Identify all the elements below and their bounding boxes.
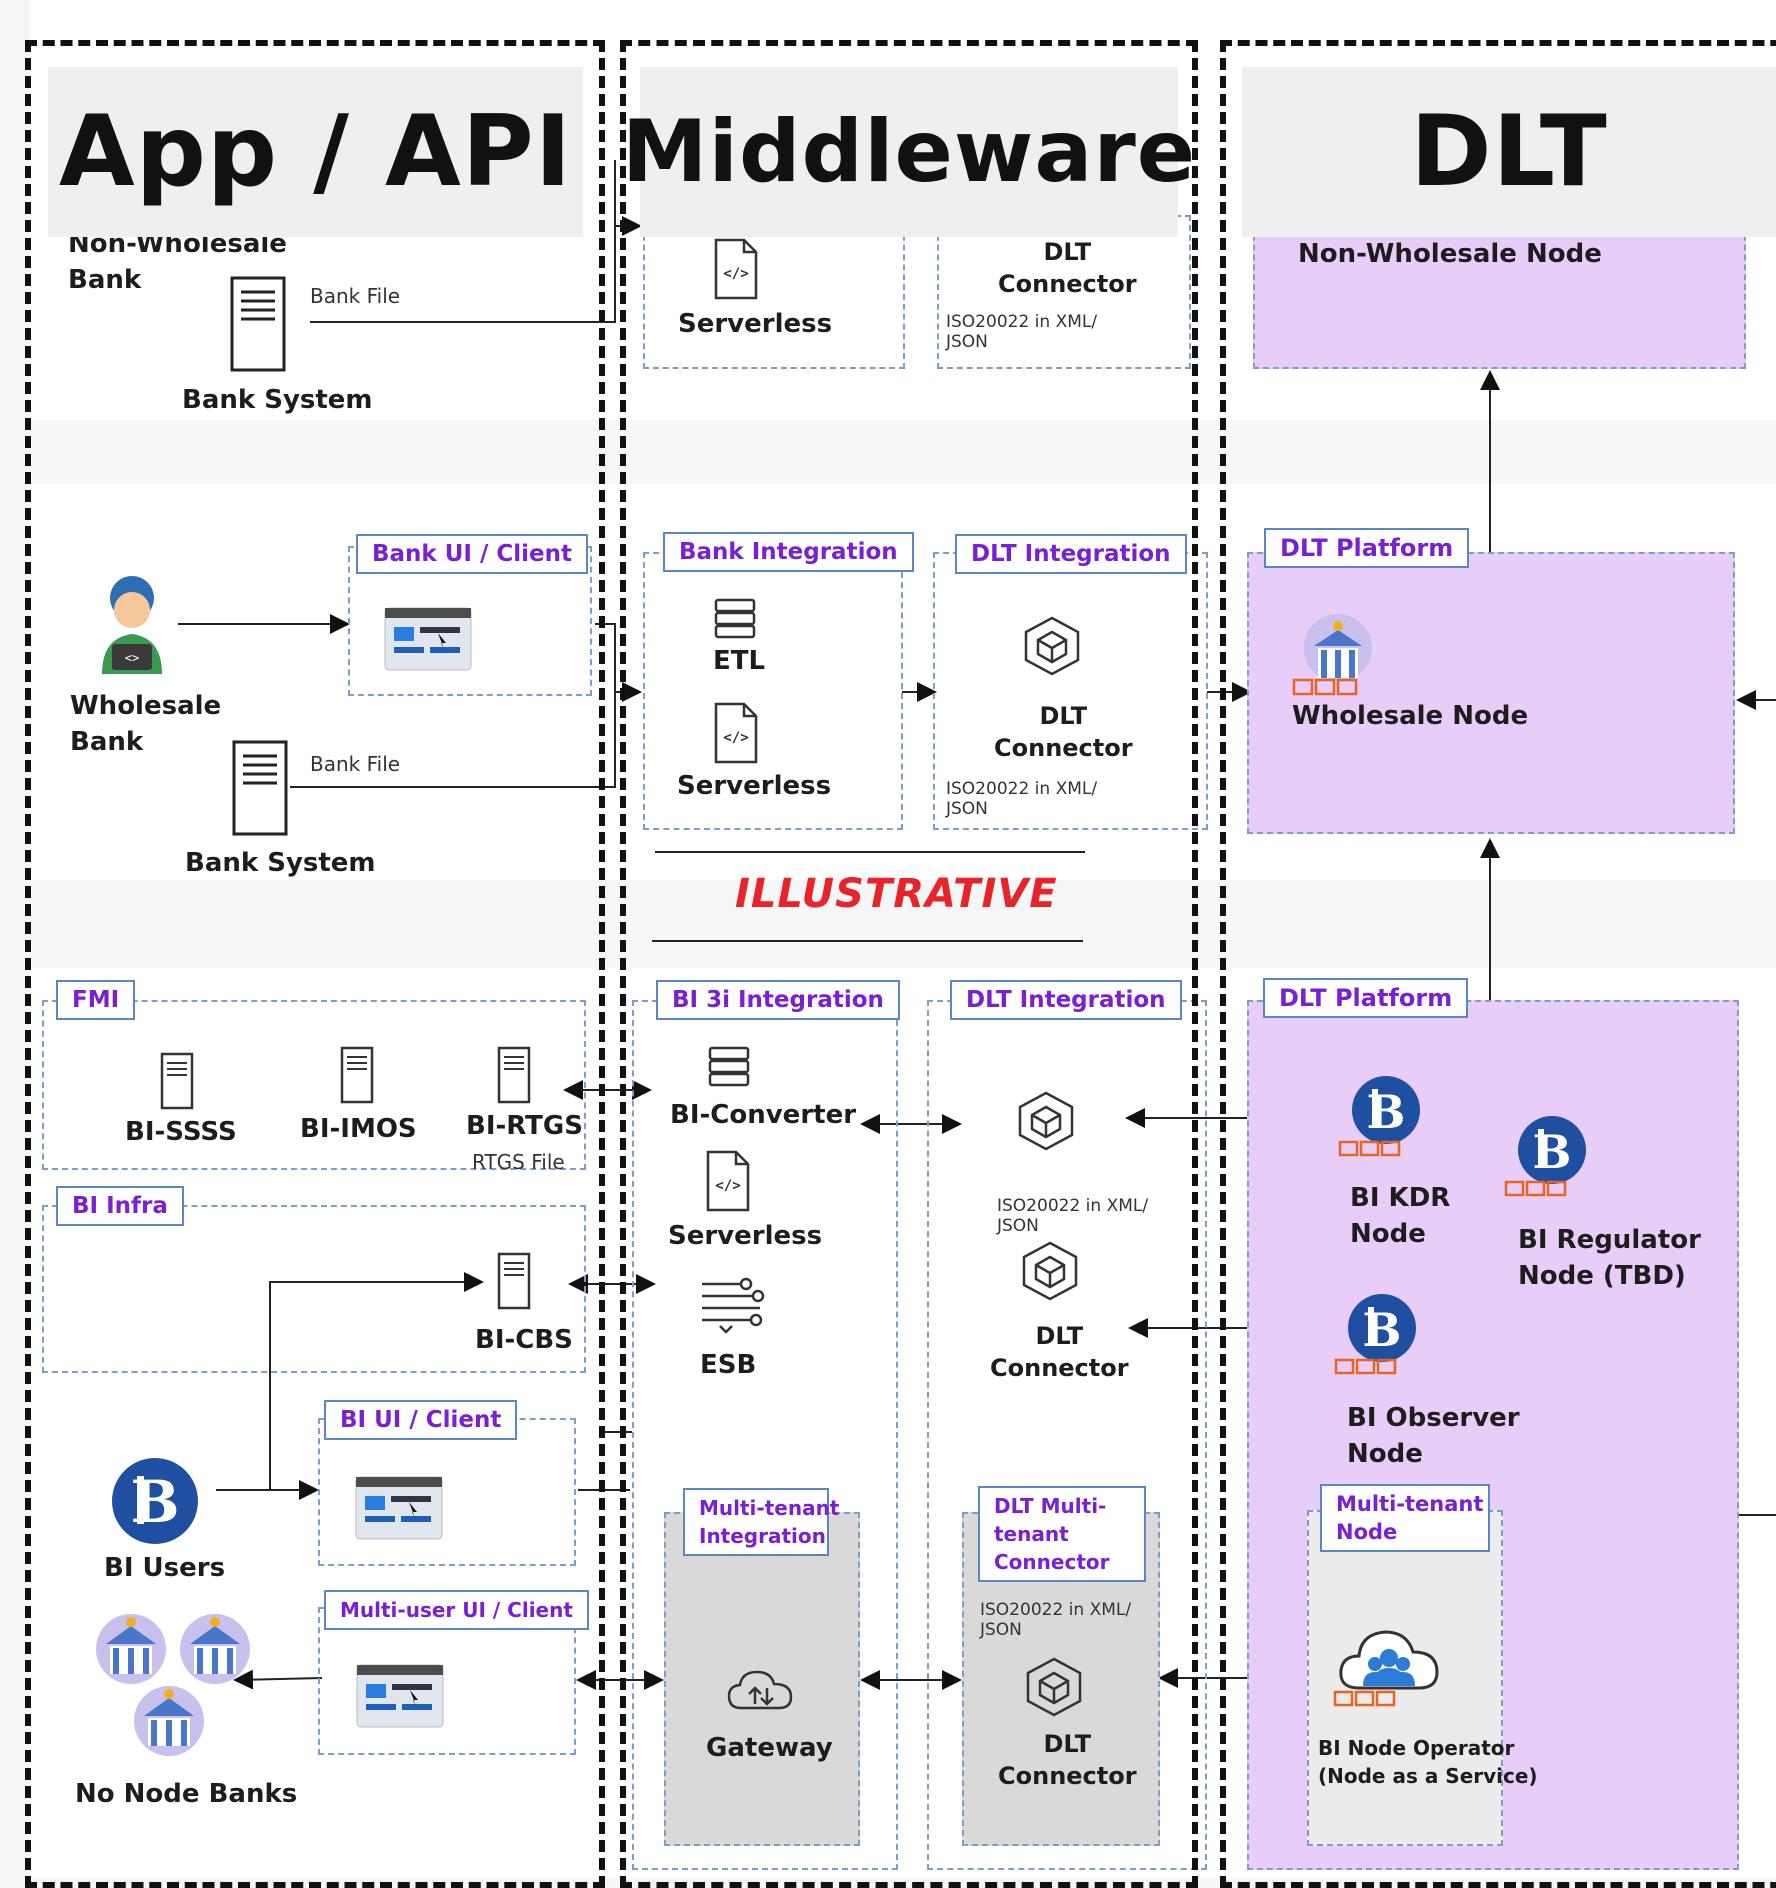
cube-icon-4	[1024, 1656, 1084, 1722]
dlt-integration-tag: DLT Integration	[955, 534, 1187, 574]
bank-integration-tag: Bank Integration	[663, 532, 914, 572]
bank-node-icon	[1292, 612, 1372, 702]
bi-rtgs-label: BI-RTGS	[466, 1111, 583, 1141]
code-file-icon-2: </>	[714, 702, 758, 768]
iso-format-label-3: ISO20022 in XML/ JSON	[997, 1196, 1149, 1236]
server-icon-bi-imos	[340, 1046, 374, 1108]
server-icon	[230, 276, 286, 376]
ui-window-icon	[384, 607, 472, 675]
dlt-header: DLT	[1242, 67, 1776, 237]
bi-infra-tag: BI Infra	[56, 1186, 184, 1226]
cloud-upload-icon	[727, 1668, 795, 1718]
dlt-connector-label: DLT Connector	[998, 238, 1137, 298]
database-icon-2	[707, 1046, 751, 1092]
dlt-platform-tag-2: DLT Platform	[1263, 978, 1469, 1018]
ui-window-icon-3	[356, 1664, 444, 1732]
server-icon-2	[232, 740, 288, 840]
serverless-label-2: Serverless	[677, 771, 832, 801]
gateway-label: Gateway	[706, 1733, 833, 1763]
multi-user-ui-tag: Multi-user UI / Client	[324, 1590, 589, 1630]
svg-text:</>: </>	[723, 266, 748, 282]
cube-icon	[1022, 615, 1082, 681]
database-icon	[713, 598, 757, 644]
serverless-label: Serverless	[678, 309, 833, 339]
dlt-connector-label-3: DLT Connector	[990, 1322, 1129, 1382]
middleware-header: Middleware	[622, 67, 1195, 237]
bi-infra-box	[42, 1205, 586, 1373]
bi-kdr-node-label: BI KDR Node	[1350, 1183, 1451, 1249]
app-api-header: App / API	[48, 67, 583, 237]
bi-regulator-node-label: BI Regulator Node (TBD)	[1518, 1225, 1701, 1291]
multi-tenant-integration-box	[664, 1512, 860, 1846]
multi-tenant-integration-tag: Multi-tenant Integration	[683, 1488, 839, 1556]
ui-window-icon-2	[355, 1476, 443, 1544]
cloud-users-icon	[1333, 1620, 1445, 1716]
non-wholesale-node-box	[1253, 215, 1746, 369]
code-file-icon: </>	[714, 238, 758, 304]
dlt-connector-label-4: DLT Connector	[998, 1730, 1137, 1790]
bi-ui-tag: BI UI / Client	[324, 1400, 518, 1440]
developer-avatar-icon: <>	[92, 572, 172, 680]
server-icon-bi-cbs	[497, 1252, 531, 1314]
esb-icon	[700, 1276, 766, 1342]
iso-format-label-4: ISO20022 in XML/ JSON	[980, 1600, 1132, 1640]
bank-building-icon-3	[132, 1684, 206, 1762]
bi-regulator-node-logo: B	[1504, 1114, 1590, 1204]
non-wholesale-node-label: Non-Wholesale Node	[1298, 239, 1602, 269]
server-icon-bi-rtgs	[497, 1046, 531, 1108]
dlt-integration-tag-2: DLT Integration	[950, 980, 1182, 1020]
esb-label: ESB	[700, 1350, 757, 1380]
serverless-label-3: Serverless	[668, 1221, 823, 1251]
iso-format-label: ISO20022 in XML/ JSON	[946, 312, 1098, 352]
svg-text:</>: </>	[715, 1178, 740, 1194]
bi-observer-node-label: BI Observer Node	[1347, 1403, 1520, 1469]
bank-file-label: Bank File	[310, 284, 401, 308]
bi-node-operator-label: BI Node Operator (Node as a Service)	[1318, 1736, 1538, 1788]
svg-text:</>: </>	[723, 730, 748, 746]
bank-indonesia-logo: B	[110, 1456, 200, 1550]
bank-ui-tag: Bank UI / Client	[356, 534, 588, 574]
wholesale-node-label: Wholesale Node	[1292, 701, 1529, 731]
no-node-banks-label: No Node Banks	[75, 1779, 298, 1809]
middleware-column	[620, 40, 1198, 1888]
rtgs-file-label: RTGS File	[472, 1150, 565, 1174]
illustrative-watermark: ILLUSTRATIVE	[735, 871, 1058, 917]
dlt-platform-tag: DLT Platform	[1264, 528, 1470, 568]
dlt-multi-tenant-connector-tag: DLT Multi- tenant Connector	[978, 1486, 1146, 1582]
bi-cbs-label: BI-CBS	[475, 1325, 573, 1355]
bi-converter-label: BI-Converter	[670, 1100, 857, 1130]
bank-file-label-2: Bank File	[310, 752, 401, 776]
fmi-tag: FMI	[56, 980, 136, 1020]
bi-kdr-node-logo: B	[1338, 1074, 1424, 1164]
dlt-connector-label-2: DLT Connector	[994, 702, 1133, 762]
app-api-column	[25, 40, 605, 1888]
dlt-column	[1220, 40, 1776, 1888]
bank-building-icon-2	[178, 1612, 252, 1690]
bi3i-integration-tag: BI 3i Integration	[656, 980, 900, 1020]
multi-tenant-node-tag: Multi-tenant Node	[1320, 1484, 1490, 1552]
bi-observer-node-logo: B	[1334, 1292, 1420, 1382]
cube-icon-2	[1016, 1090, 1076, 1156]
code-file-icon-3: </>	[706, 1150, 750, 1216]
cube-icon-3	[1020, 1240, 1080, 1306]
iso-format-label-2: ISO20022 in XML/ JSON	[946, 779, 1098, 819]
svg-text:<>: <>	[125, 651, 139, 665]
server-icon-bi-ssss	[160, 1052, 194, 1114]
bank-building-icon	[94, 1612, 168, 1690]
bank-system-label: Bank System	[182, 385, 373, 415]
bank-system-label-2: Bank System	[185, 848, 376, 878]
wholesale-bank-label: Wholesale Bank	[70, 691, 222, 757]
bi-ssss-label: BI-SSSS	[125, 1117, 237, 1147]
fmi-box	[42, 1000, 586, 1170]
bi-imos-label: BI-IMOS	[300, 1114, 417, 1144]
bi-users-label: BI Users	[104, 1553, 226, 1583]
etl-label: ETL	[713, 646, 766, 676]
